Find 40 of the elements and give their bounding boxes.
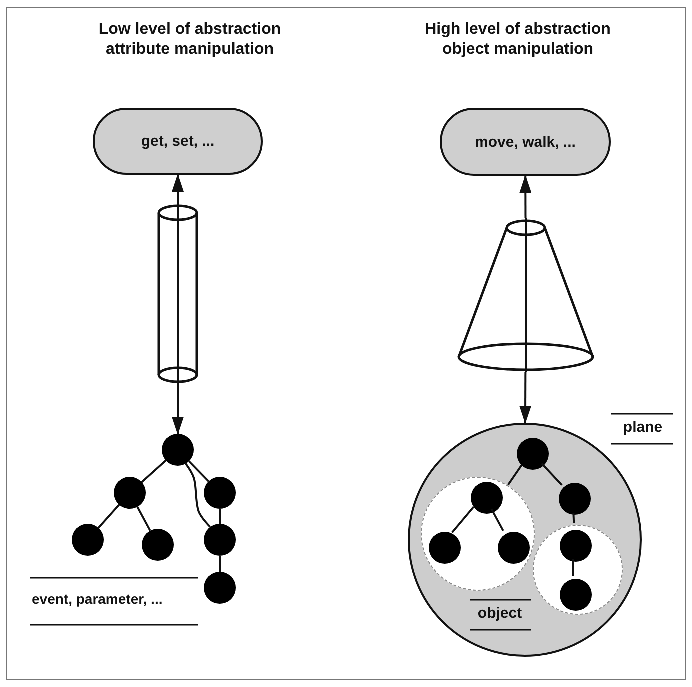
tree-node-dot <box>162 434 194 466</box>
tree-link <box>98 504 120 529</box>
annotation-label: object <box>476 605 524 624</box>
tree-node-dot <box>142 529 174 561</box>
column-heading: Low level of abstraction attribute manipulation <box>98 20 282 60</box>
tree-node-dot <box>560 530 592 562</box>
cone-shape <box>457 218 595 372</box>
tree-node-dot <box>498 532 530 564</box>
arrow <box>172 384 184 435</box>
tree-node-dot <box>560 579 592 611</box>
action-pill: move, walk, ... <box>440 108 611 176</box>
annotation-label: plane <box>622 419 664 438</box>
tree-node-dot <box>204 477 236 509</box>
tree-link <box>452 506 474 534</box>
tree-link <box>136 506 152 532</box>
tree-link <box>507 464 523 486</box>
tree-node-dot <box>204 524 236 556</box>
tree-node-dot <box>114 477 146 509</box>
tree-node-dot <box>471 482 503 514</box>
tree-node-dot <box>517 438 549 470</box>
tree-link <box>185 463 212 528</box>
tree-link <box>219 509 221 524</box>
arrow <box>520 372 532 424</box>
annotation-label: event, parameter, ... <box>32 591 164 608</box>
tree-node-dot <box>429 532 461 564</box>
tree-link <box>541 463 563 486</box>
tree-link <box>188 460 210 482</box>
tree-link <box>219 556 221 572</box>
cylinder-shape <box>157 204 199 384</box>
action-pill: get, set, ... <box>93 108 263 175</box>
arrow <box>172 174 184 204</box>
arrow <box>520 175 532 218</box>
tree-node-dot <box>559 483 591 515</box>
tree-link <box>141 460 167 484</box>
tree-node-dot <box>72 524 104 556</box>
tree-link <box>490 508 504 532</box>
tree-link <box>572 559 574 576</box>
column-heading: High level of abstraction object manipulation <box>424 20 612 60</box>
tree-link <box>572 512 576 524</box>
tree-node-dot <box>204 572 236 604</box>
